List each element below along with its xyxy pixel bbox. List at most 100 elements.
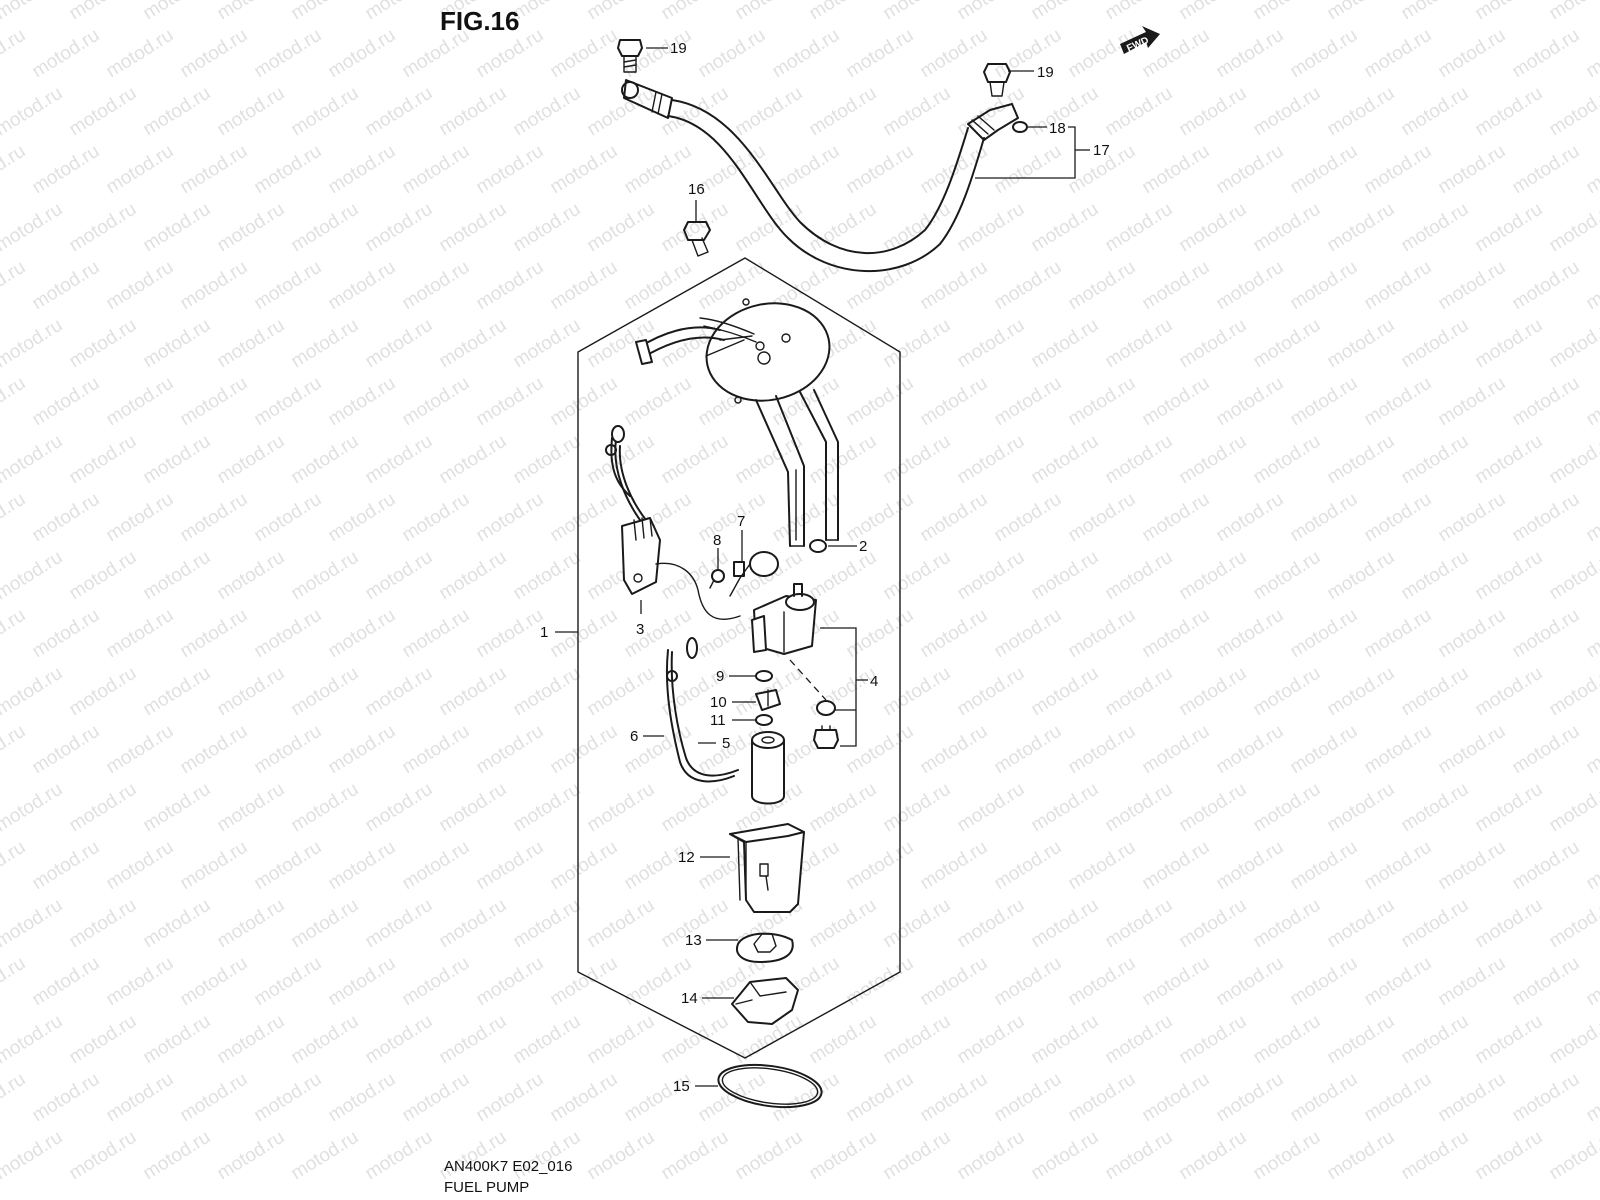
- watermark-text: motod.ru: [1583, 489, 1600, 547]
- watermark-text: motod.ru: [140, 431, 215, 489]
- watermark-text: motod.ru: [1028, 779, 1103, 837]
- watermark-text: motod.ru: [1213, 953, 1288, 1011]
- watermark-text: motod.ru: [584, 779, 659, 837]
- fuel-level-sensor: [605, 425, 741, 620]
- watermark-text: motod.ru: [177, 837, 252, 895]
- watermark-text: motod.ru: [1213, 1069, 1288, 1127]
- watermark-text: motod.ru: [473, 257, 548, 315]
- watermark-text: motod.ru: [1250, 895, 1325, 953]
- watermark-text: motod.ru: [0, 489, 29, 547]
- watermark-text: motod.ru: [251, 605, 326, 663]
- watermark-text: motod.ru: [66, 1011, 141, 1069]
- watermark-text: motod.ru: [1361, 141, 1436, 199]
- watermark-text: motod.ru: [436, 895, 511, 953]
- watermark-text: motod.ru: [880, 663, 955, 721]
- watermark-text: motod.ru: [1398, 431, 1473, 489]
- watermark-text: motod.ru: [473, 721, 548, 779]
- watermark-text: motod.ru: [1065, 837, 1140, 895]
- watermark-text: motod.ru: [436, 547, 511, 605]
- callout-numbers: 19 19 18 17 16 2 7 8 3 1 4 9 10 11 6 5 1…: [540, 40, 1110, 1095]
- watermark-text: motod.ru: [1472, 1127, 1547, 1185]
- watermark-text: motod.ru: [806, 1011, 881, 1069]
- pump-wire-lead: [665, 637, 739, 783]
- watermark-text: motod.ru: [1324, 663, 1399, 721]
- watermark-text: motod.ru: [0, 141, 29, 199]
- watermark-text: motod.ru: [621, 257, 696, 315]
- watermark-text: motod.ru: [362, 1011, 437, 1069]
- watermark-text: motod.ru: [1361, 837, 1436, 895]
- watermark-text: motod.ru: [140, 0, 215, 24]
- watermark-text: motod.ru: [29, 837, 104, 895]
- watermark-text: motod.ru: [1398, 779, 1473, 837]
- watermark-text: motod.ru: [843, 721, 918, 779]
- watermark-text: motod.ru: [140, 547, 215, 605]
- watermark-text: motod.ru: [806, 199, 881, 257]
- watermark-text: motod.ru: [547, 141, 622, 199]
- watermark-text: motod.ru: [1361, 605, 1436, 663]
- watermark-text: motod.ru: [1102, 315, 1177, 373]
- watermark-text: motod.ru: [436, 199, 511, 257]
- watermark-text: motod.ru: [29, 605, 104, 663]
- watermark-text: motod.ru: [843, 25, 918, 83]
- watermark-text: motod.ru: [1176, 779, 1251, 837]
- watermark-text: motod.ru: [1435, 605, 1510, 663]
- watermark-text: motod.ru: [1583, 721, 1600, 779]
- watermark-text: motod.ru: [1509, 373, 1584, 431]
- pump-stay-bracket: [755, 389, 839, 547]
- watermark-text: motod.ru: [66, 663, 141, 721]
- watermark-text: motod.ru: [1472, 1011, 1547, 1069]
- watermark-text: motod.ru: [0, 25, 29, 83]
- watermark-text: motod.ru: [1287, 257, 1362, 315]
- watermark-text: motod.ru: [1028, 315, 1103, 373]
- gasket-15: [717, 1063, 823, 1109]
- watermark-text: motod.ru: [29, 953, 104, 1011]
- watermark-text: motod.ru: [1287, 489, 1362, 547]
- watermark-text: motod.ru: [0, 663, 66, 721]
- watermark-text: motod.ru: [658, 779, 733, 837]
- watermark-text: motod.ru: [584, 199, 659, 257]
- watermark-text: motod.ru: [1176, 1011, 1251, 1069]
- watermark-text: motod.ru: [436, 315, 511, 373]
- watermark-text: motod.ru: [1398, 663, 1473, 721]
- watermark-text: motod.ru: [843, 837, 918, 895]
- watermark-text: motod.ru: [991, 953, 1066, 1011]
- callout-6: 6: [630, 728, 638, 745]
- watermark-text: motod.ru: [880, 315, 955, 373]
- watermark-text: motod.ru: [0, 373, 29, 431]
- watermark-text: motod.ru: [547, 953, 622, 1011]
- watermark-text: motod.ru: [769, 25, 844, 83]
- callout-3: 3: [636, 621, 644, 638]
- o-ring-2: [809, 539, 827, 553]
- watermark-text: motod.ru: [362, 199, 437, 257]
- figure-name: FUEL PUMP: [444, 1179, 529, 1196]
- watermark-text: motod.ru: [140, 1127, 215, 1185]
- watermark-text: motod.ru: [1287, 605, 1362, 663]
- regulator-axis-dashed: [789, 659, 827, 701]
- watermark-text: motod.ru: [1361, 1069, 1436, 1127]
- watermark-text: motod.ru: [177, 1069, 252, 1127]
- watermark-text: motod.ru: [177, 141, 252, 199]
- watermark-text: motod.ru: [547, 837, 622, 895]
- watermark-text: motod.ru: [29, 489, 104, 547]
- watermark-text: motod.ru: [288, 1127, 363, 1185]
- watermark-text: motod.ru: [1102, 199, 1177, 257]
- watermark-text: motod.ru: [732, 1127, 807, 1185]
- watermark-text: motod.ru: [1102, 779, 1177, 837]
- watermark-text: motod.ru: [325, 141, 400, 199]
- watermark-text: motod.ru: [658, 1127, 733, 1185]
- watermark-text: motod.ru: [880, 431, 955, 489]
- pump-outlet-fitting-10: [755, 689, 781, 711]
- watermark-text: motod.ru: [880, 895, 955, 953]
- watermark-text: motod.ru: [251, 141, 326, 199]
- figure-code: AN400K7 E02_016: [444, 1158, 572, 1175]
- watermark-text: motod.ru: [1398, 1011, 1473, 1069]
- watermark-text: motod.ru: [1472, 315, 1547, 373]
- watermark-text: motod.ru: [510, 1127, 585, 1185]
- watermark-text: motod.ru: [399, 953, 474, 1011]
- callout-15: 15: [673, 1078, 690, 1095]
- watermark-text: motod.ru: [0, 895, 66, 953]
- watermark-text: motod.ru: [917, 25, 992, 83]
- watermark-text: motod.ru: [473, 1069, 548, 1127]
- watermark-text: motod.ru: [29, 141, 104, 199]
- watermark-text: motod.ru: [103, 605, 178, 663]
